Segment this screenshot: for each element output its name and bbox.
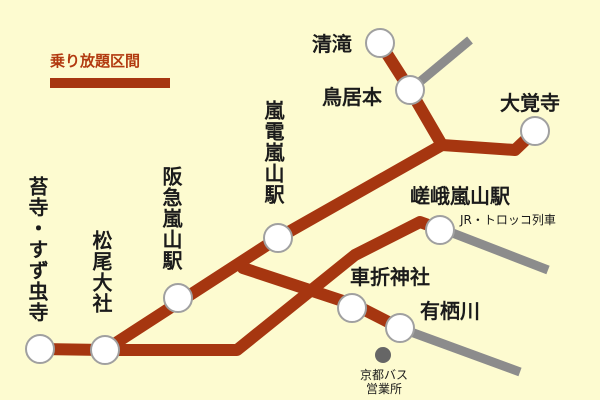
label-toriimoto: 鳥居本 xyxy=(322,85,382,109)
label-daikakuji: 大覚寺 xyxy=(500,91,560,115)
label-kiyotaki: 清滝 xyxy=(312,32,352,56)
station-kokedera[interactable] xyxy=(25,334,55,364)
station-toriimoto[interactable] xyxy=(395,75,425,105)
station-arisugawa[interactable] xyxy=(385,313,415,343)
label-kokedera: 苔寺・すず虫寺 xyxy=(25,176,49,323)
station-kiyotaki[interactable] xyxy=(365,28,395,58)
station-randen-arashiyama[interactable] xyxy=(263,223,293,253)
label-arisugawa: 有栖川 xyxy=(420,299,480,323)
station-matsuo-taisha[interactable] xyxy=(90,335,120,365)
label-matsuo-taisha: 松尾大社 xyxy=(89,230,113,314)
other-line-south xyxy=(398,323,522,377)
station-daikakuji[interactable] xyxy=(520,116,550,146)
label-bus-depot-line2: 営業所 xyxy=(366,382,403,396)
station-sagaarashiyama[interactable] xyxy=(425,215,455,245)
station-hankyu-arashiyama[interactable] xyxy=(163,283,193,313)
bus-stop-icon xyxy=(375,347,391,363)
label-bus-depot-line1: 京都バス xyxy=(360,368,409,382)
label-jr-torokko: JR・トロッコ列車 xyxy=(460,213,556,227)
label-sagaarashiyama: 嵯峨嵐山駅 xyxy=(410,184,510,208)
label-randen-arashiyama: 嵐電嵐山駅 xyxy=(261,100,285,205)
station-kurumazaki-jinja[interactable] xyxy=(337,293,367,323)
label-kurumazaki-jinja: 車折神社 xyxy=(350,265,430,289)
legend-route-swatch xyxy=(50,78,170,88)
legend-title: 乗り放題区間 xyxy=(50,52,141,70)
label-hankyu-arashiyama: 阪急嵐山駅 xyxy=(159,166,183,271)
